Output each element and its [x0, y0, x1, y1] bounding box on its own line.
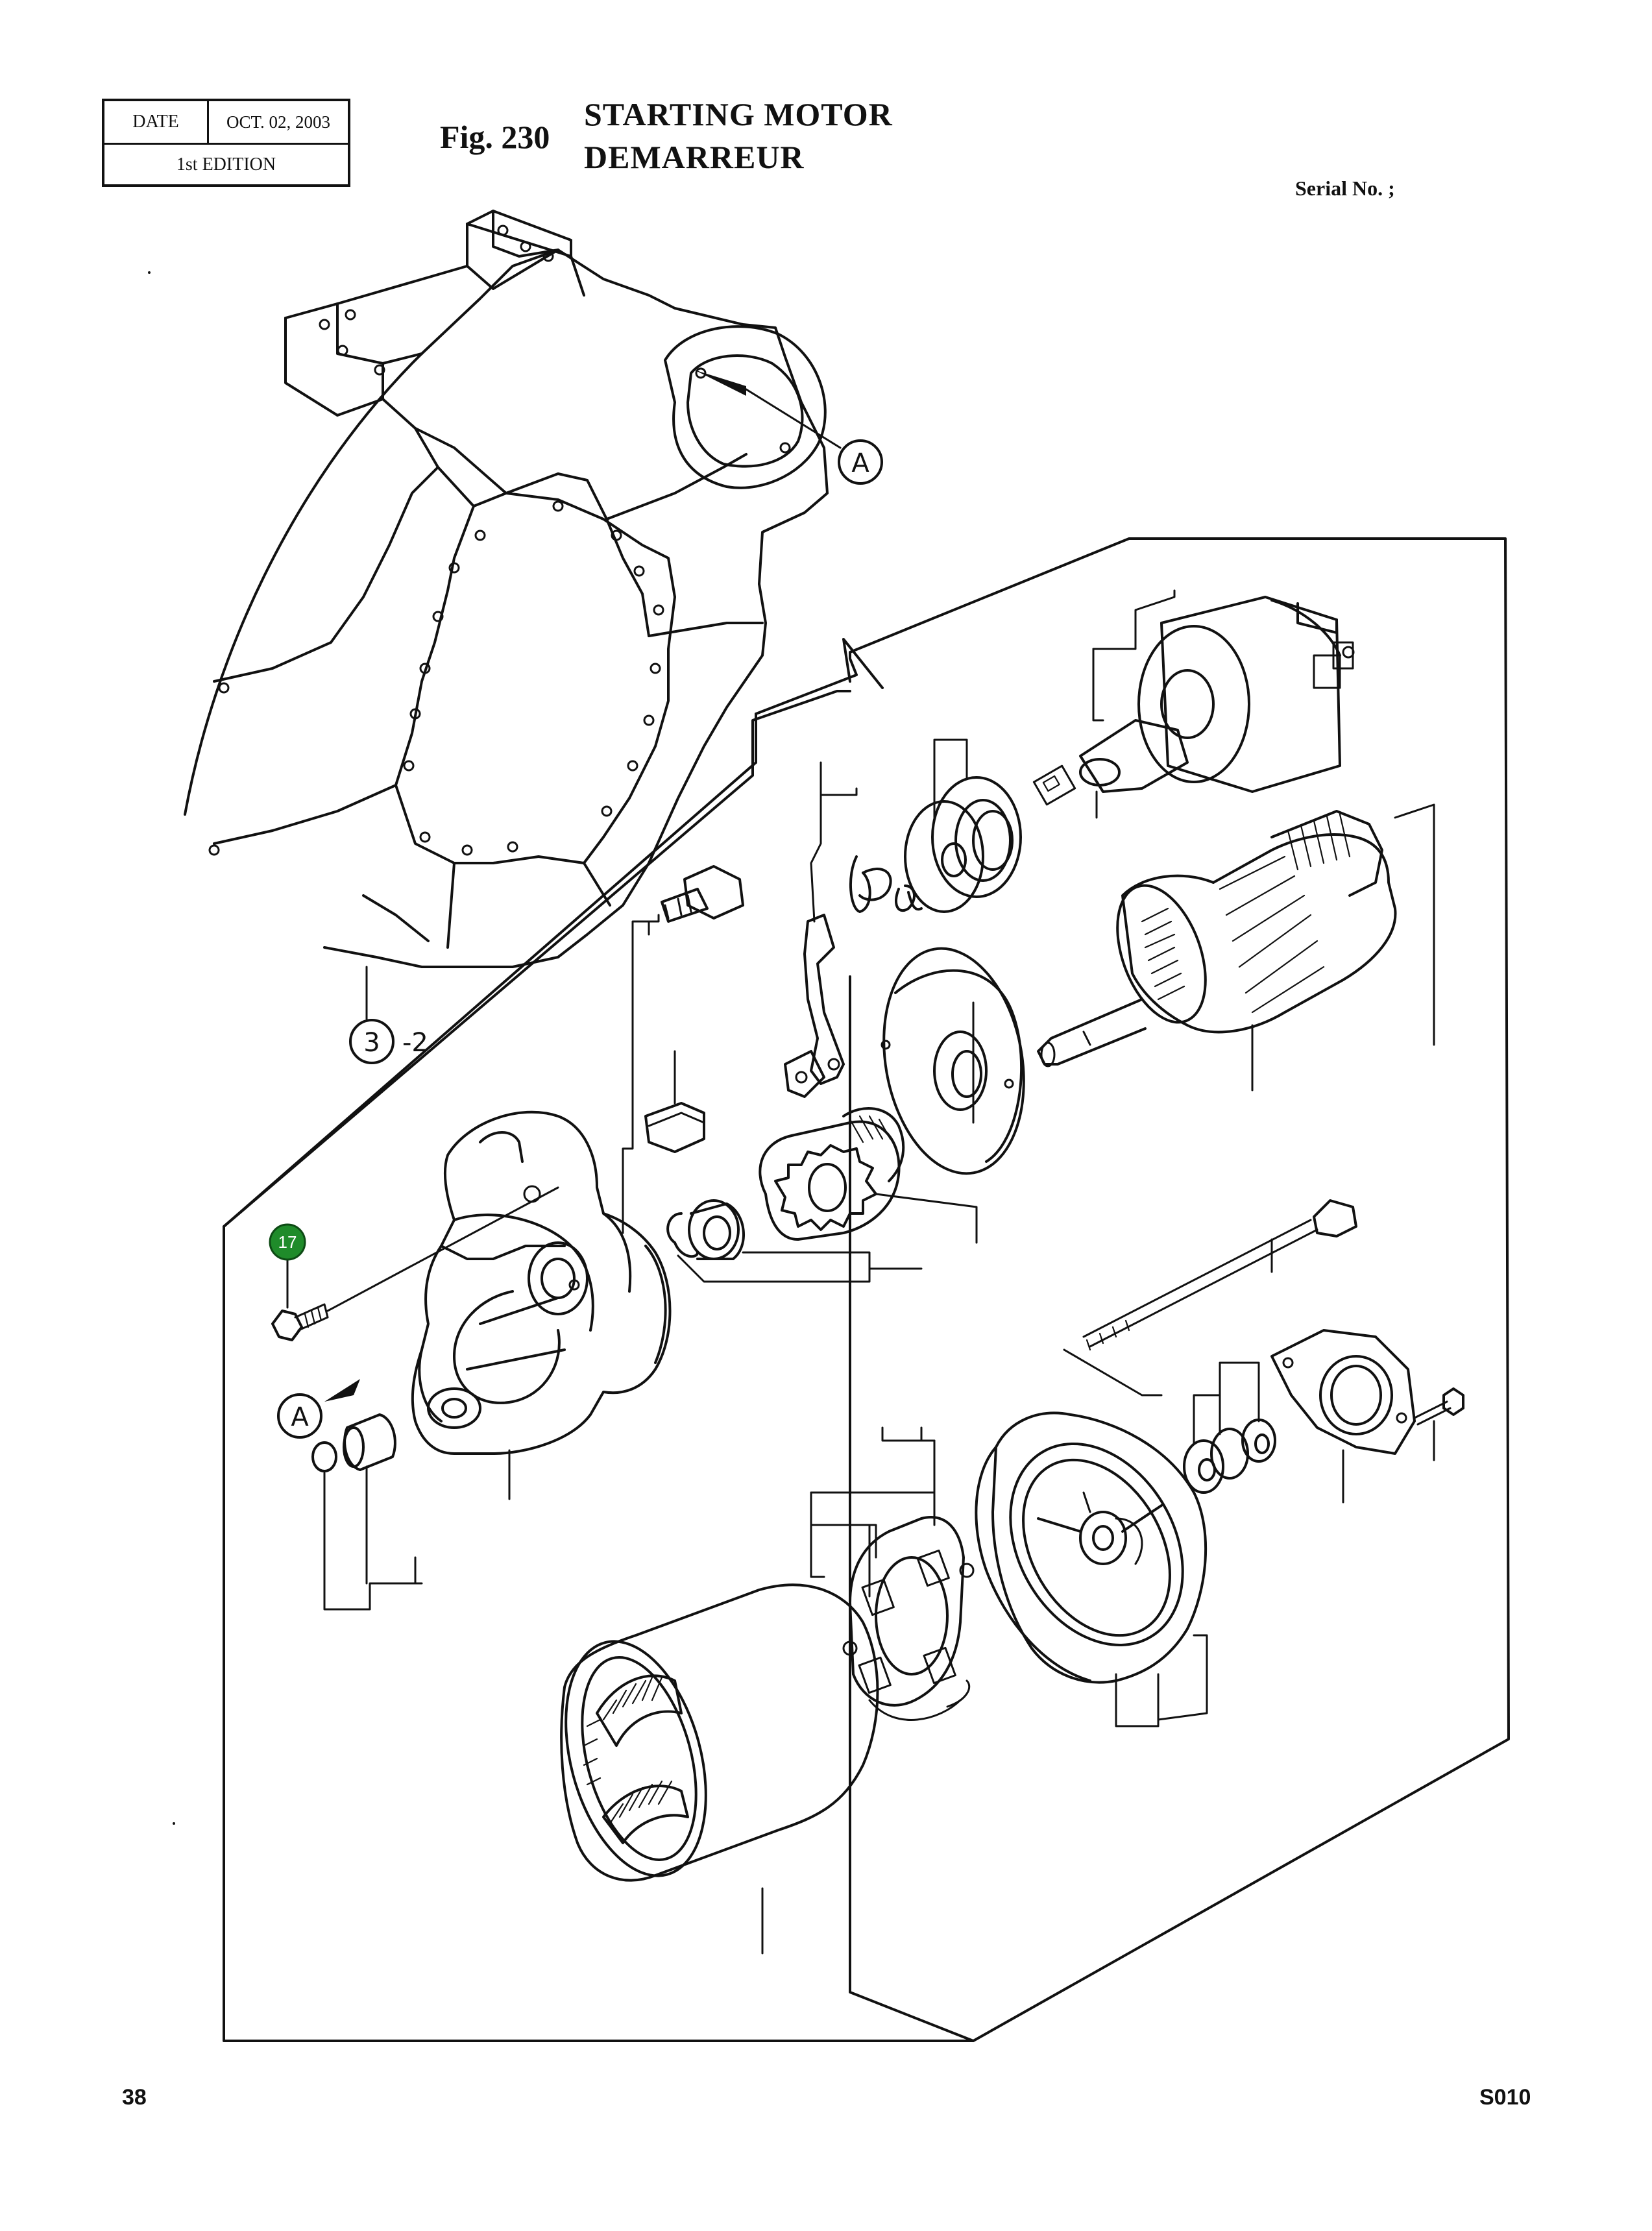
- solenoid: [1032, 589, 1355, 819]
- date-value: OCT. 02, 2003: [226, 112, 330, 132]
- brush-block: [644, 1050, 705, 1153]
- page-number: 38: [122, 2085, 147, 2110]
- flywheel-housing: [184, 210, 842, 1020]
- drive-end-plate: [881, 947, 1025, 1175]
- svg-text:A: A: [291, 1402, 309, 1432]
- reference-3-2: 3 -2: [349, 1019, 428, 1064]
- assembly-frame: [223, 537, 1510, 2042]
- date-label: DATE: [104, 101, 209, 143]
- edition-label: 1st EDITION: [176, 154, 276, 175]
- part-number-badge: 17: [269, 1223, 306, 1261]
- stop-collar: [666, 1199, 923, 1283]
- page-code: S010: [1479, 2085, 1531, 2110]
- terminal-nut: [648, 865, 744, 936]
- svg-text:3: 3: [363, 1028, 380, 1058]
- pinion-clutch: [759, 1107, 978, 1244]
- yoke: [560, 1583, 879, 1955]
- title-english: STARTING MOTOR: [584, 96, 893, 132]
- svg-text:A: A: [851, 448, 869, 478]
- figure-number: Fig. 230: [440, 119, 550, 155]
- bushing-set: [311, 1413, 423, 1611]
- callout-a-top: A: [838, 439, 883, 485]
- serial-number-label: Serial No. ;: [1295, 177, 1395, 200]
- callout-a-left: A: [277, 1393, 322, 1439]
- svg-text:17: 17: [278, 1232, 297, 1252]
- screw-right: [1413, 1387, 1464, 1461]
- drive-housing: [411, 920, 672, 1500]
- washer-set-upper: [904, 738, 1022, 913]
- handwritten-note: [849, 855, 923, 913]
- rear-end-frame: [975, 1411, 1208, 1727]
- date-row: DATE OCT. 02, 2003: [104, 101, 348, 145]
- date-box: DATE OCT. 02, 2003 1st EDITION: [102, 99, 350, 187]
- shift-lever: [784, 761, 858, 1098]
- armature: [1037, 803, 1435, 1091]
- rear-bracket: [1270, 1329, 1416, 1504]
- mounting-bolt: [271, 1186, 559, 1341]
- title-french: DEMARREUR: [584, 139, 805, 175]
- washer-set-lower: [1183, 1361, 1276, 1494]
- through-bolts: [1063, 1199, 1357, 1396]
- brush-holder: [810, 1426, 975, 1721]
